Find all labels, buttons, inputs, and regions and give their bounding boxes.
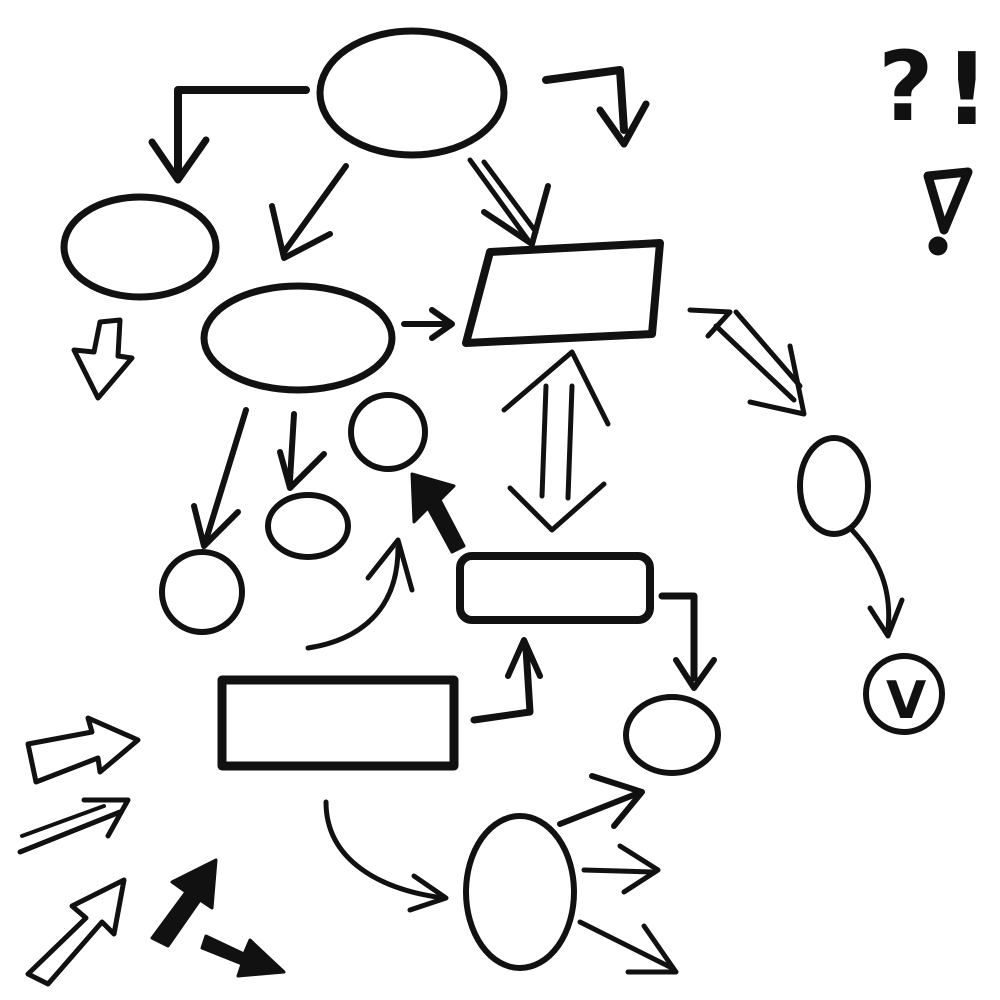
start-ellipse (316, 27, 508, 159)
solid-up-right-arrow (150, 858, 218, 948)
check-mark: V (886, 671, 926, 731)
outline-arrow-right (17, 797, 131, 855)
arrow-start-to-center (269, 163, 349, 261)
solid-down-right-arrow (200, 934, 286, 978)
exclamation-mark-top: ! (944, 31, 990, 148)
arrow-center-to-small-circle (191, 407, 249, 549)
hollow-right-arrow (25, 715, 141, 785)
arrow-start-to-parallelogram (467, 157, 551, 247)
small-circle-top (348, 392, 428, 472)
arrow-parallelogram-to-magnifier (687, 307, 807, 417)
small-circle-left (159, 549, 245, 635)
arrow-start-to-left (148, 86, 310, 184)
arrow-bottom-rect-to-bottom-ellipse (323, 799, 449, 913)
arrow-rect-to-bottom-ellipse (658, 592, 717, 691)
center-ellipse (200, 282, 396, 394)
bottom-left-rectangle (217, 675, 459, 771)
check-circle-icon: V (863, 653, 945, 735)
bottom-right-ellipse (623, 694, 721, 776)
hollow-down-arrow (71, 317, 135, 401)
arrow-start-to-right-elbow (542, 66, 650, 148)
arrow-bottom-ellipse-up-right (557, 773, 645, 829)
arrow-center-to-small-ellipse (277, 411, 327, 491)
arrow-bottom-ellipse-down-right (577, 919, 679, 975)
magnifier-icon (797, 435, 905, 639)
arrow-bottom-rect-to-mid-rect (470, 637, 543, 724)
curved-arrow-to-small-ellipse (305, 537, 415, 651)
arrow-center-to-parallelogram (401, 307, 455, 341)
question-mark: ? (878, 31, 934, 143)
arrow-bottom-ellipse-right (581, 843, 661, 895)
double-vertical-arrow (501, 349, 611, 533)
bottom-ellipse (463, 813, 577, 971)
small-ellipse-mid (265, 492, 351, 560)
cursor-arrow-icon (410, 472, 466, 554)
mid-right-rectangle (456, 552, 654, 624)
left-ellipse (60, 193, 220, 301)
top-right-parallelogram (462, 239, 664, 347)
exclamation-triangle (923, 167, 973, 256)
hollow-up-right-arrow (25, 877, 127, 987)
